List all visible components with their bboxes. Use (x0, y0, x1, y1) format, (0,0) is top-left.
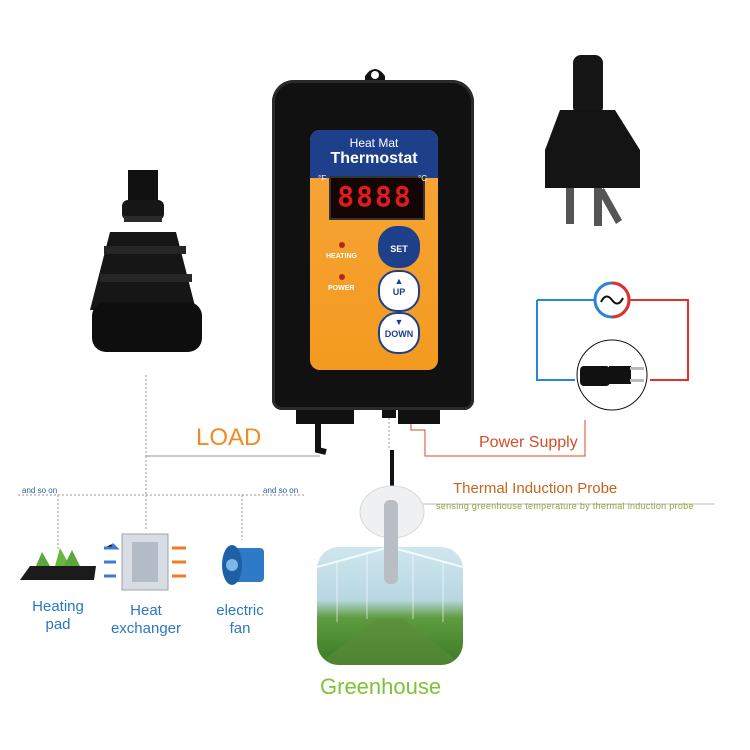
power-plug-icon (545, 55, 640, 226)
power-led (339, 274, 345, 280)
load-socket-icon (90, 170, 202, 352)
power-supply-label: Power Supply (479, 434, 578, 451)
and-so-on-right: and so on (263, 486, 299, 495)
display-digits: 8888 (337, 180, 413, 213)
probe-title: Thermal Induction Probe (453, 480, 618, 497)
heating-led (339, 242, 345, 248)
down-button[interactable] (378, 312, 420, 354)
temperature-display (329, 176, 425, 220)
up-arrow-icon: ▲ (394, 276, 404, 286)
up-button[interactable] (378, 270, 420, 312)
thermostat-header (310, 130, 438, 178)
heat-exchanger-icon (104, 533, 186, 591)
electric-fan-icon (222, 545, 264, 585)
and-so-on-left: and so on (22, 486, 58, 495)
thermostat-title-line1: Heat Mat (349, 136, 399, 150)
down-button-label: DOWN (384, 329, 414, 339)
set-button-label: SET (390, 244, 408, 254)
power-label: POWER (328, 285, 355, 292)
unit-f-label: °F (318, 174, 327, 183)
thermostat-title-line2: Thermostat (330, 150, 418, 167)
set-button[interactable] (378, 226, 420, 268)
unit-c-label: °C (418, 174, 427, 183)
up-button-label: UP (392, 287, 406, 297)
heating-label: HEATING (326, 253, 357, 260)
probe-description: sensing greenhouse temperature by therma… (436, 501, 694, 511)
greenhouse-label: Greenhouse (320, 674, 442, 699)
probe-tip (384, 500, 398, 584)
heating-pad-icon (20, 548, 96, 580)
down-arrow-icon: ▼ (394, 317, 404, 327)
load-label: LOAD (196, 424, 262, 451)
